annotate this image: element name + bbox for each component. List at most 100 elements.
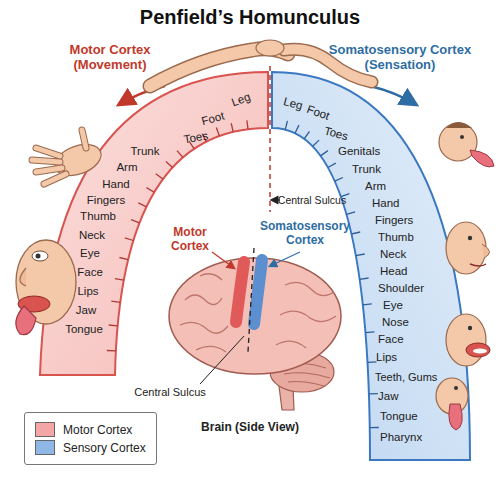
body-part-label: Trunk bbox=[131, 145, 160, 158]
tick-mark bbox=[109, 324, 118, 326]
tick-mark bbox=[166, 161, 173, 167]
teeth-shape bbox=[473, 349, 487, 354]
eye-shape bbox=[468, 236, 472, 240]
tick-mark bbox=[295, 125, 299, 133]
tick-mark bbox=[360, 278, 369, 279]
cortex-label: Motor Cortex bbox=[160, 226, 220, 254]
face-drawing bbox=[16, 240, 76, 335]
legend-text: Sensory Cortex bbox=[63, 441, 146, 455]
tick-mark bbox=[111, 301, 120, 302]
body-part-label: Jaw bbox=[76, 304, 96, 317]
finger-outline bbox=[32, 130, 86, 184]
body-part-label: Arm bbox=[116, 161, 137, 174]
body-part-label: Trunk bbox=[352, 163, 381, 176]
central-sulcus-line bbox=[269, 66, 271, 212]
pointer-arrow bbox=[270, 252, 300, 266]
tick-mark bbox=[370, 427, 379, 428]
nose-shape bbox=[20, 268, 26, 286]
mouth-shape bbox=[470, 264, 486, 266]
eye-shape bbox=[460, 135, 464, 139]
eye-shape bbox=[468, 326, 472, 330]
tick-mark bbox=[216, 128, 219, 137]
legend-text: Motor Cortex bbox=[63, 423, 132, 437]
face-drawing bbox=[446, 314, 490, 366]
tongue-shape bbox=[16, 306, 36, 335]
body-part-label: Hand bbox=[102, 178, 130, 191]
central-sulcus-line bbox=[248, 248, 254, 352]
legend-row: Sensory Cortex bbox=[35, 440, 146, 455]
body-part-label: Tongue bbox=[65, 323, 103, 336]
cortex-heading: Motor Cortex (Movement) bbox=[55, 43, 165, 73]
sensory-cortex-strip bbox=[254, 260, 262, 324]
pupil bbox=[36, 254, 41, 259]
body-part-label: Face bbox=[77, 266, 103, 279]
tick-mark bbox=[138, 203, 146, 207]
tick-mark bbox=[177, 151, 183, 158]
cortex-label: Somatosensory Cortex bbox=[255, 220, 355, 248]
tongue-shape bbox=[470, 150, 494, 167]
tick-mark bbox=[328, 163, 336, 167]
eye-shape bbox=[454, 386, 458, 390]
hand-drawing bbox=[32, 130, 105, 184]
body-part-label: Nose bbox=[382, 316, 409, 329]
body-part-label: Thumb bbox=[80, 210, 116, 223]
eye-shape bbox=[32, 251, 48, 261]
body-part-label: Face bbox=[378, 333, 404, 346]
tongue-shape bbox=[449, 404, 462, 430]
finger-shape bbox=[32, 130, 86, 184]
head-shape bbox=[446, 222, 486, 274]
body-part-label: Thumb bbox=[378, 231, 414, 244]
legend-swatch bbox=[35, 422, 55, 437]
tick-mark bbox=[115, 279, 124, 281]
body-part-label: Shoulder bbox=[378, 282, 424, 295]
tick-marks bbox=[107, 120, 379, 427]
leader-line bbox=[200, 336, 244, 384]
face-drawing bbox=[436, 378, 468, 430]
tick-mark bbox=[369, 393, 378, 395]
sulcus-label: Central Sulcus bbox=[134, 386, 206, 399]
lips-shape bbox=[466, 343, 490, 357]
view-caption: Brain (Side View) bbox=[201, 421, 299, 435]
body-part-label: Jaw bbox=[378, 390, 398, 403]
tick-mark bbox=[366, 331, 375, 333]
tick-mark bbox=[231, 123, 233, 132]
body-part-label: Teeth, Gums bbox=[375, 371, 437, 384]
tick-mark bbox=[125, 238, 134, 241]
tick-mark bbox=[363, 304, 372, 305]
cerebrum-shape bbox=[169, 258, 341, 374]
body-part-label: Neck bbox=[79, 229, 105, 242]
legend-row: Motor Cortex bbox=[35, 422, 146, 437]
body-part-label: Fingers bbox=[87, 194, 125, 207]
body-part-label: Lips bbox=[376, 351, 397, 364]
tick-mark bbox=[156, 174, 163, 179]
body-part-label: Fingers bbox=[375, 214, 413, 227]
tick-mark bbox=[368, 361, 377, 363]
tick-mark bbox=[356, 254, 365, 256]
cortex-heading: Somatosensory Cortex (Sensation) bbox=[315, 43, 485, 73]
sulcus-label: Central Sulcus bbox=[278, 194, 346, 206]
tick-mark bbox=[304, 132, 309, 139]
tick-mark bbox=[321, 151, 328, 156]
pointer-arrow bbox=[212, 252, 234, 268]
direction-arrow bbox=[370, 86, 415, 104]
legend-swatch bbox=[35, 440, 55, 455]
body-part-label: Genitals bbox=[338, 145, 380, 158]
body-part-label: Toes bbox=[183, 129, 209, 146]
body-part-label: Lips bbox=[77, 285, 98, 298]
tick-mark bbox=[352, 232, 361, 234]
tick-mark bbox=[335, 178, 343, 182]
motor-cortex-strip bbox=[236, 262, 244, 322]
tick-mark bbox=[247, 120, 248, 129]
face-drawing bbox=[446, 222, 490, 274]
sensory-strip-band bbox=[272, 72, 470, 460]
body-part-label: Neck bbox=[380, 248, 406, 261]
face-drawing bbox=[439, 122, 494, 167]
body-part-label: Tongue bbox=[380, 410, 418, 423]
tick-mark bbox=[131, 220, 139, 223]
tick-mark bbox=[147, 188, 155, 193]
nose-shape bbox=[482, 244, 490, 258]
hair-shape bbox=[446, 122, 472, 128]
tick-mark bbox=[313, 140, 320, 146]
body-part-label: Arm bbox=[365, 180, 386, 193]
